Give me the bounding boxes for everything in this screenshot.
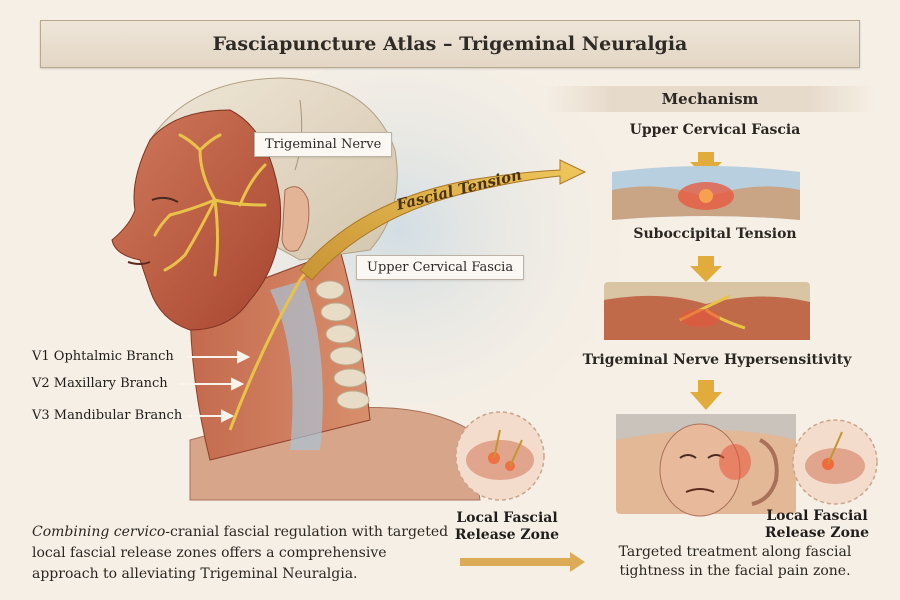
branch-pointers [178,350,251,423]
page-title: Fasciapuncture Atlas – Trigeminal Neural… [212,33,688,55]
branch-label-v3: V3 Mandibular Branch [32,408,183,423]
face-muscles [111,109,282,331]
description-italic: Combining cervico [32,524,166,540]
panel-suboccipital-tension [604,282,810,340]
description-rest: -cranial fascial regulation with targete… [32,524,449,582]
cervical-spine [315,280,370,410]
branch-label-v2: V2 Maxillary Branch [32,376,168,391]
left-release-zone-circle [455,411,545,501]
mechanism-step-3-title: Trigeminal Nerve Hypersensitivity [582,352,852,368]
upper-cervical-fascia-label: Upper Cervical Fascia [356,255,525,280]
trigeminal-nerve [153,133,267,277]
panel-upper-cervical-fascia [612,166,800,220]
mechanism-header: Mechanism [545,86,875,112]
branch-label-v1: V1 Ophtalmic Branch [32,349,174,364]
fascial-tension-arrow [299,159,587,281]
down-arrow-icon [690,152,722,410]
description-paragraph: Combining cervico-cranial fascial regula… [32,522,452,585]
mechanism-step-1-title: Upper Cervical Fascia [629,122,801,138]
ear [281,186,310,252]
right-release-zone-circle [792,419,878,505]
title-banner: Fasciapuncture Atlas – Trigeminal Neural… [40,20,860,68]
mechanism-step-2-title: Suboccipital Tension [633,226,797,242]
trigeminal-nerve-label: Trigeminal Nerve [254,132,393,157]
panel-facial-pain [616,414,796,517]
right-release-zone-label: Local Fascial Release Zone [764,508,870,541]
bottom-arrow [460,552,585,572]
left-release-zone-label: Local Fascial Release Zone [454,510,560,543]
treatment-text: Targeted treatment along fascial tightne… [618,544,852,579]
cervical-fascia-band [270,280,323,450]
